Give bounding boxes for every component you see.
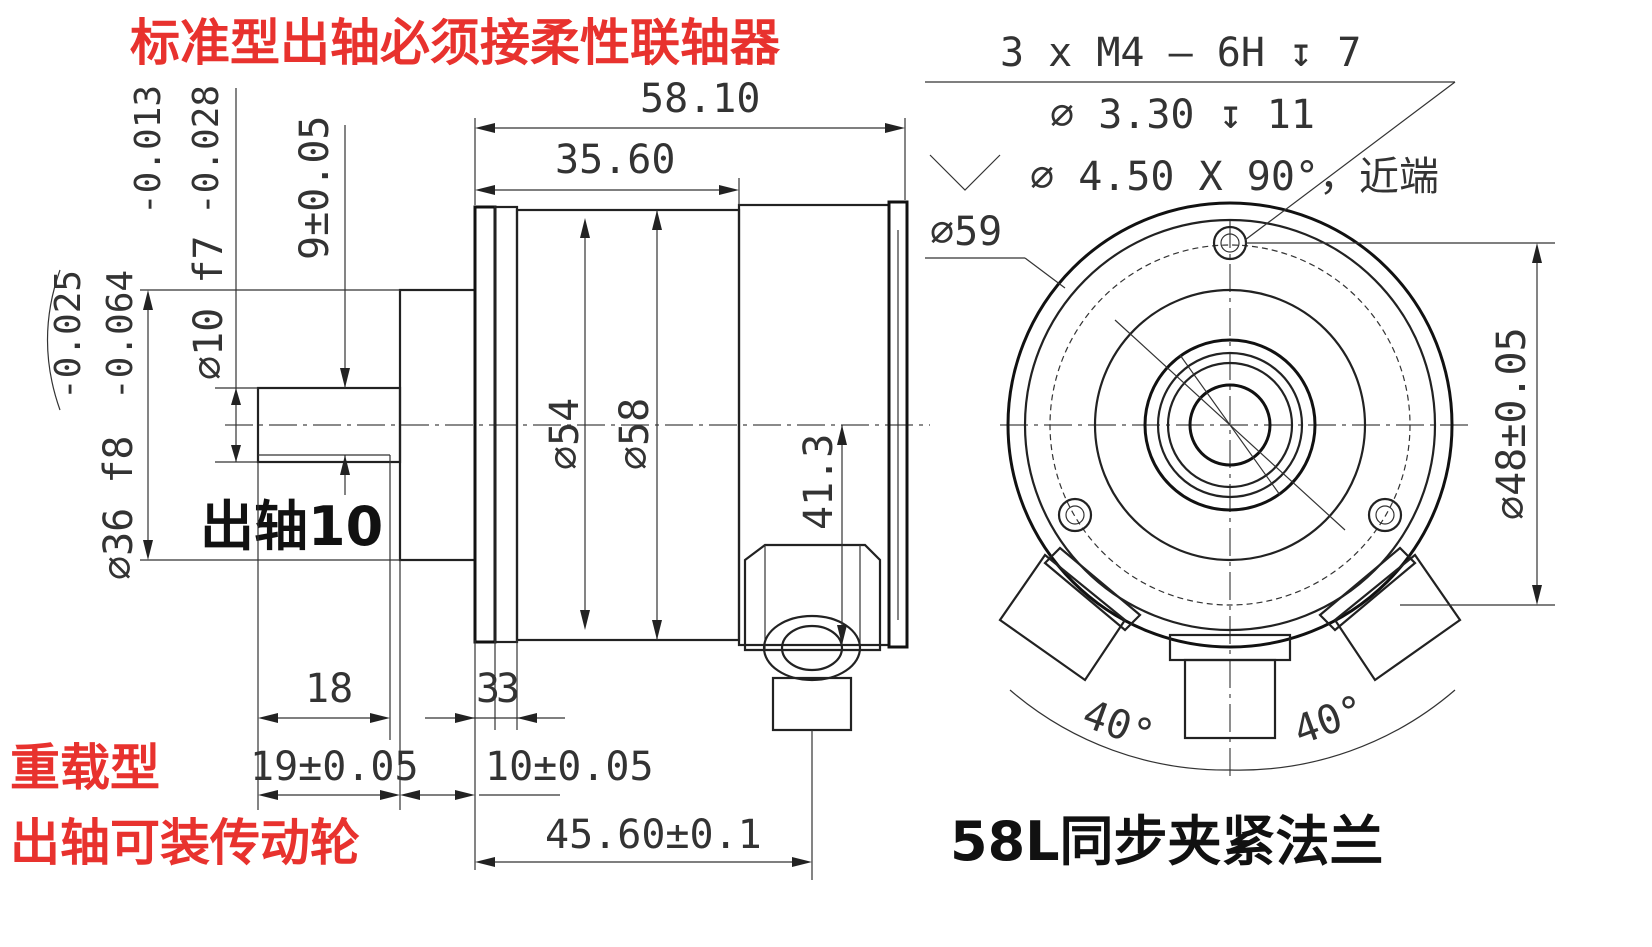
dim-54-text: 54 (542, 398, 588, 446)
svg-text:⌀48±0.05: ⌀48±0.05 (1489, 327, 1535, 520)
dim-diameter-58: ⌀58 (612, 210, 662, 640)
dim-diameter-10: ⌀10 f7 -0.013 -0.028 (128, 85, 258, 463)
svg-text:⌀36 f8: ⌀36 f8 (96, 435, 142, 580)
tol-19-text: 0.05 (322, 744, 418, 790)
dim-length-19: 19±0.05 (250, 560, 419, 810)
thread-depth-text: 7 (1337, 30, 1361, 76)
dim-10-text: 10 f7 (186, 235, 232, 355)
csk-text: 4.50 X 90° (1078, 154, 1319, 200)
dim-length-10: 10±0.05 (400, 744, 654, 800)
dim-36-text: 36 f8 (96, 435, 142, 555)
svg-text:10±0.05: 10±0.05 (485, 744, 654, 790)
thread-text: 3 x M4 — 6H (1000, 30, 1265, 76)
front-connector-left (998, 546, 1142, 682)
dim-diameter-59: ⌀59 (925, 209, 1066, 289)
hole-callout: 3 x M4 — 6H ↧ 7 ⌀ 3.30 ↧ 11 ⌀ 4.50 X 90°… (925, 30, 1456, 241)
tol-36-upper: -0.025 (48, 270, 89, 400)
angle-left-text: 40° (1077, 691, 1161, 759)
dim-35-60-text: 35.60 (555, 137, 675, 183)
svg-text:19±0.05: 19±0.05 (250, 744, 419, 790)
dim-length-body: 35.60 (475, 137, 740, 205)
drill-text: 3.30 (1098, 92, 1194, 138)
drill-depth-text: 11 (1267, 92, 1315, 138)
dim-3b-text: 3 (496, 666, 520, 712)
dim-diameter-36: ⌀36 f8 -0.025 -0.064 (46, 269, 400, 580)
heavy-type-note: 出轴可装传动轮 (10, 814, 360, 872)
svg-text:⌀54: ⌀54 (542, 398, 588, 470)
svg-text:45.60±0.1: 45.60±0.1 (545, 812, 762, 858)
title-standard-shaft: 标准型出轴必须接柔性联轴器 (130, 14, 781, 72)
dim-18-text: 18 (305, 666, 353, 712)
shaft-label: 出轴10 (200, 495, 383, 558)
dim-height-41-3: 41.3 (796, 425, 847, 645)
tol-9-text: 0.05 (292, 115, 338, 211)
svg-text:3 x M4 — 6H ↧ 7: 3 x M4 — 6H ↧ 7 (1000, 30, 1361, 76)
front-connector-right (1318, 546, 1462, 682)
side-cable-gland (743, 543, 882, 732)
flange-label: 58L同步夹紧法兰 (950, 810, 1384, 873)
dim-diameter-48: ⌀48±0.05 (1245, 242, 1555, 606)
tol-10-lower: -0.028 (186, 85, 227, 215)
heavy-type-label: 重载型 (10, 739, 160, 797)
dim-angle-40: 40° 40° (1009, 686, 1456, 771)
dim-59-text: 59 (954, 209, 1002, 255)
tol-10-len-text: 0.05 (557, 744, 653, 790)
dim-length-45-60: 45.60±0.1 (475, 730, 813, 880)
svg-text:⌀10 f7: ⌀10 f7 (186, 235, 232, 380)
dim-length-3-3: 3 3 (425, 640, 565, 870)
dim-key-9: 9±0.05 (292, 115, 350, 495)
svg-text:⌀ 3.30 ↧ 11: ⌀ 3.30 ↧ 11 (1050, 92, 1315, 138)
dim-diameter-54: ⌀54 (542, 218, 590, 630)
tol-48-text: 0.05 (1489, 327, 1535, 423)
tol-45-text: 0.1 (690, 812, 762, 858)
dim-58-10-text: 58.10 (640, 76, 760, 122)
dim-length-18: 18 (257, 462, 391, 810)
front-view (1000, 201, 1470, 780)
encoder-housing (473, 200, 909, 649)
svg-text:⌀59: ⌀59 (930, 209, 1002, 255)
svg-text:9±0.05: 9±0.05 (292, 115, 338, 260)
dim-41-3-text: 41.3 (796, 434, 842, 530)
dim-length-total: 58.10 (474, 76, 906, 205)
dim-3a-text: 3 (476, 666, 500, 712)
svg-text:⌀ 4.50 X 90°，近端: ⌀ 4.50 X 90°，近端 (1030, 154, 1439, 200)
dim-58-text: 58 (612, 398, 658, 446)
front-connector-center (1168, 633, 1292, 740)
angle-right-text: 40° (1288, 686, 1372, 754)
csk-side-text: ，近端 (1319, 154, 1439, 200)
tol-10-upper: -0.013 (128, 85, 169, 215)
tol-36-lower: -0.064 (100, 270, 141, 400)
svg-text:⌀58: ⌀58 (612, 398, 658, 470)
